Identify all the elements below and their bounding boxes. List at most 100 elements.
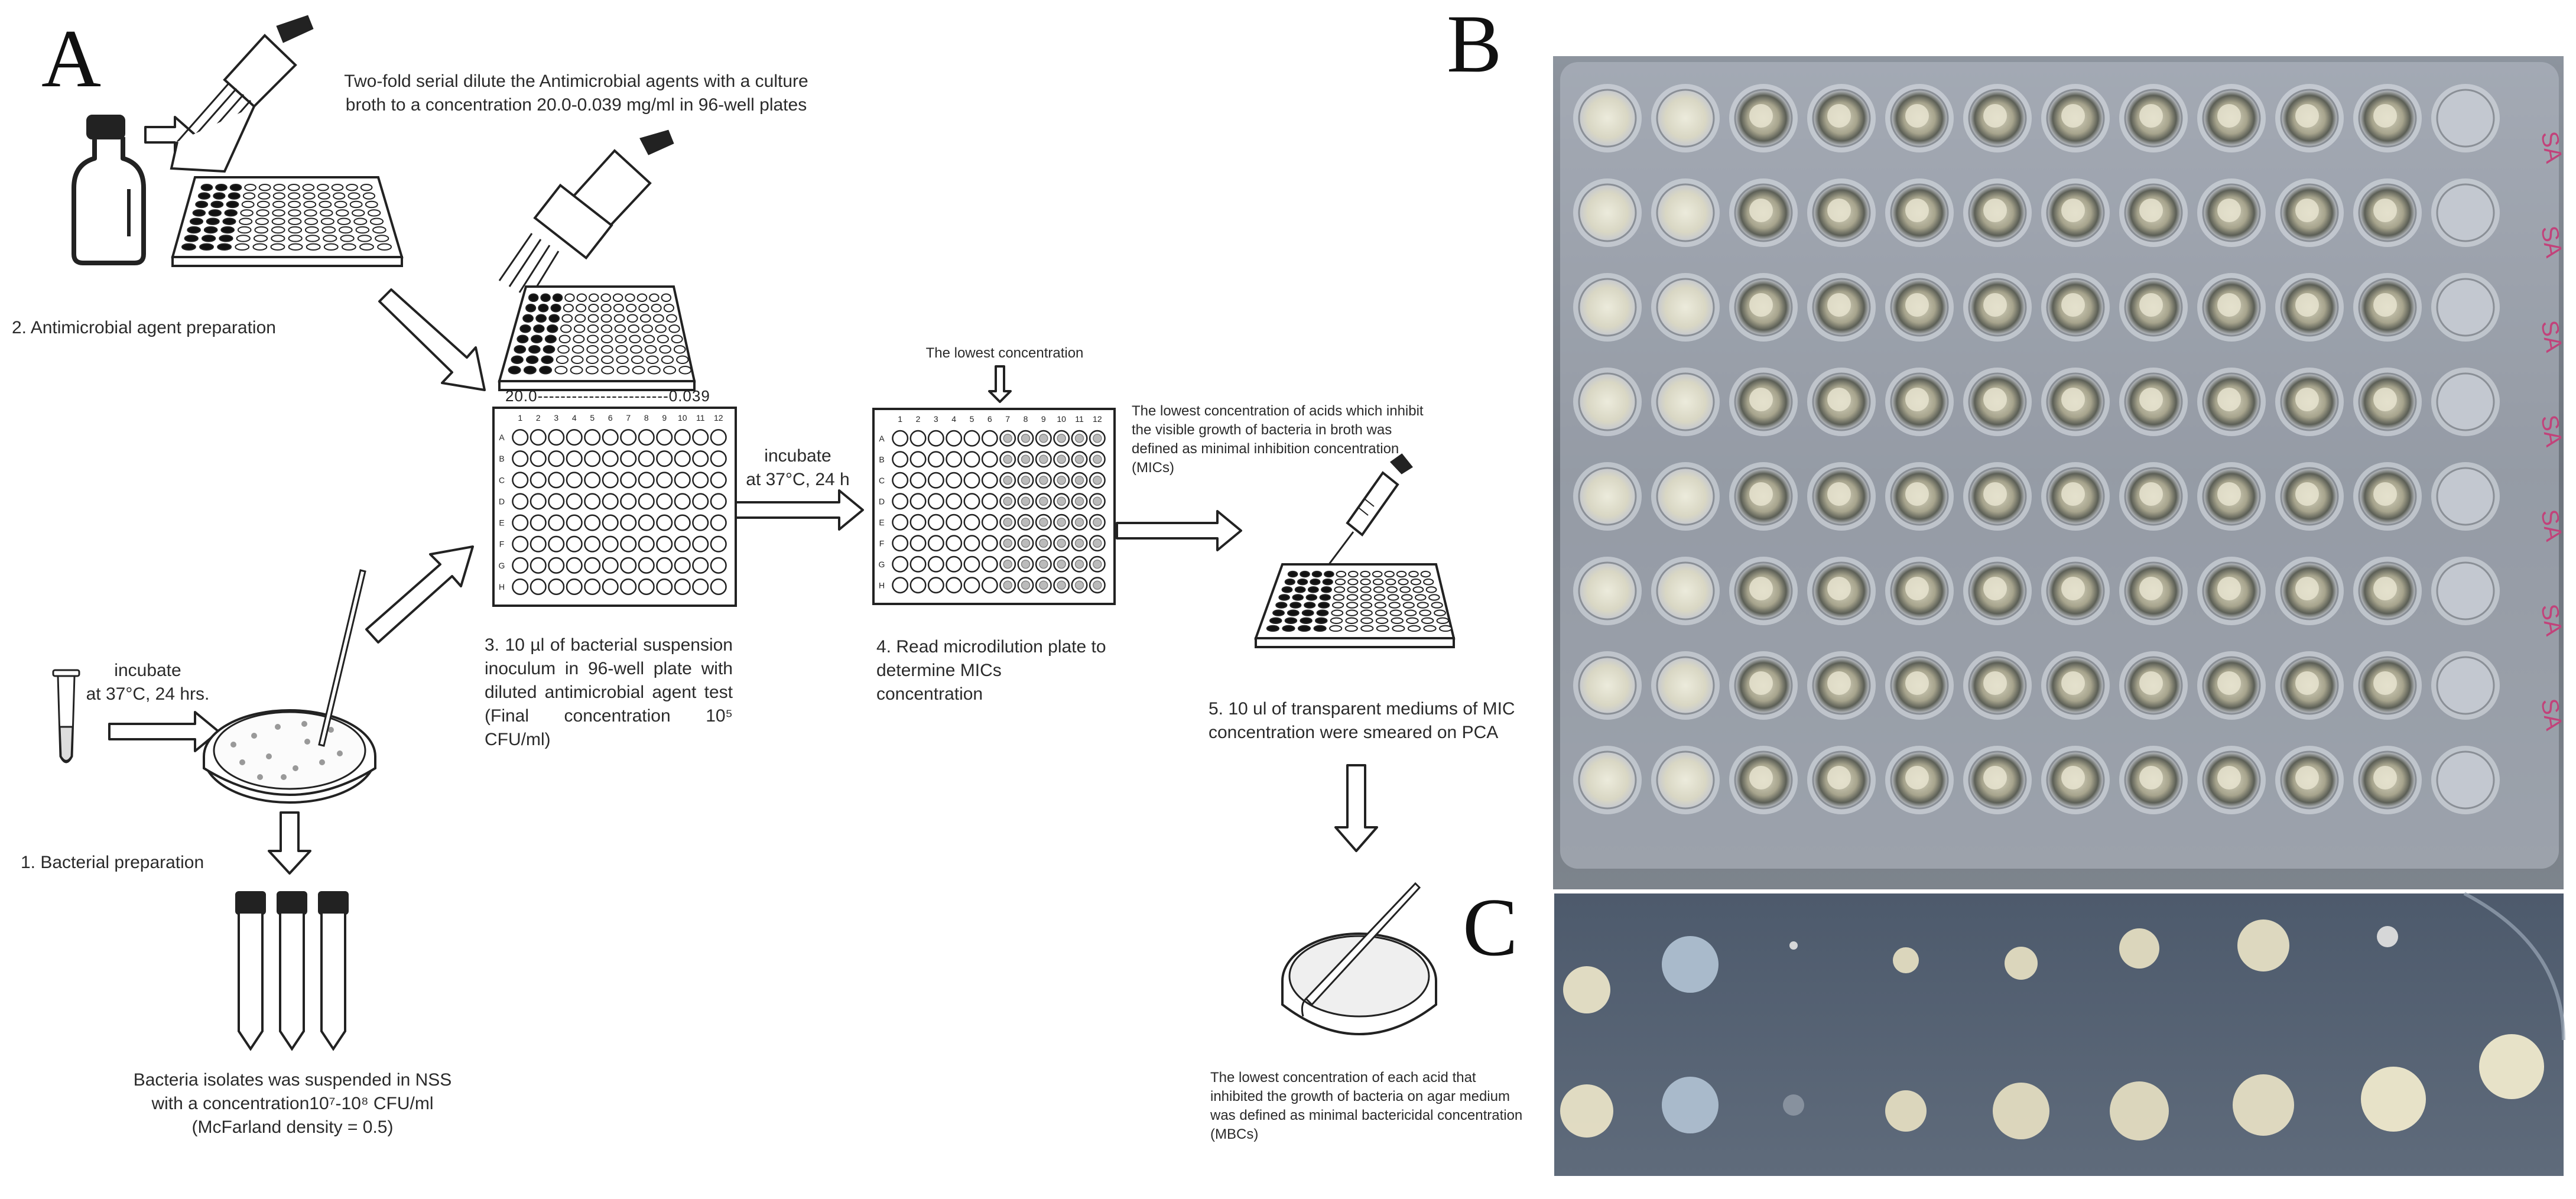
- plate-well: [946, 555, 963, 573]
- plate-well: [288, 243, 303, 251]
- arrow-read: [1116, 510, 1242, 551]
- row-letter: H: [879, 580, 885, 590]
- plate-well: [349, 200, 363, 209]
- plate-well: [1313, 625, 1327, 632]
- photo-well: [1578, 278, 1637, 337]
- syringe-icon: [1326, 453, 1413, 568]
- plate-well: [946, 577, 963, 594]
- plate-well: [220, 226, 235, 234]
- plate-well: [1287, 570, 1298, 578]
- plate-well: [1421, 617, 1434, 625]
- plate-well: [201, 235, 216, 242]
- turbid-well: [1039, 538, 1048, 548]
- plate-well: [550, 303, 561, 313]
- arrow-smear: [1334, 764, 1378, 852]
- plate-well: [206, 217, 220, 225]
- col-number: 7: [1005, 414, 1010, 424]
- photo-well-center: [2061, 199, 2085, 222]
- plate-well: [1297, 625, 1311, 632]
- photo-well: [1578, 183, 1637, 242]
- plate-well: [1300, 617, 1313, 625]
- plate-well: [566, 578, 583, 595]
- col-number: 4: [572, 413, 577, 423]
- photo-well-center: [2061, 293, 2085, 317]
- turbid-well: [1003, 496, 1012, 506]
- plate-well: [927, 472, 944, 489]
- photo-well: [2436, 561, 2495, 620]
- plate-well: [946, 430, 963, 447]
- plate-well: [981, 472, 998, 489]
- col-number: 2: [916, 414, 921, 424]
- arrow-dish-to-tubes: [268, 811, 311, 875]
- photo-well-center: [2061, 766, 2085, 789]
- plate-well: [963, 430, 980, 447]
- turbid-well: [1057, 559, 1066, 569]
- turbid-well: [1057, 538, 1066, 548]
- plate-well: [1420, 570, 1431, 578]
- plate-well: [528, 345, 541, 354]
- plate-well: [1410, 578, 1422, 586]
- plate-well: [892, 577, 909, 594]
- plate-well: [673, 345, 686, 354]
- plate-well: [963, 493, 980, 510]
- plate-well: [909, 555, 927, 573]
- plate-well: [547, 324, 558, 333]
- plate-well: [539, 365, 553, 375]
- plate-well: [512, 578, 529, 595]
- col-number: 1: [518, 413, 522, 423]
- plate-well: [631, 355, 644, 365]
- plate-well: [602, 429, 619, 446]
- plate-well: [217, 243, 232, 251]
- plate-well: [1346, 609, 1359, 616]
- row-letter: G: [879, 560, 885, 569]
- plate-well: [369, 217, 384, 225]
- turbid-well: [1093, 517, 1102, 527]
- plate-well: [651, 303, 662, 313]
- turbid-well: [1074, 580, 1084, 590]
- plate-well: [600, 324, 613, 333]
- turbid-well: [1057, 496, 1066, 506]
- plate-well: [528, 293, 539, 303]
- plate-well: [512, 493, 529, 510]
- photo-well-center: [1749, 766, 1773, 789]
- plate-well: [620, 578, 637, 595]
- plate-well: [548, 493, 565, 510]
- col-number: 11: [696, 413, 705, 423]
- plate-well: [588, 303, 599, 313]
- plate-well: [656, 472, 673, 489]
- plate-well: [1425, 586, 1437, 593]
- plate-well: [548, 535, 565, 553]
- plate-well: [195, 200, 209, 209]
- plate-well: [302, 184, 315, 191]
- step-1-label: 1. Bacterial preparation: [21, 853, 204, 872]
- plate-well: [530, 450, 547, 467]
- plate-well: [643, 334, 655, 344]
- photo-well-center: [1749, 671, 1773, 695]
- turbid-well: [1003, 475, 1012, 485]
- photo-well: [1578, 561, 1637, 620]
- plate-well: [222, 217, 236, 225]
- photo-well-center: [2373, 388, 2397, 411]
- col-number: 9: [1041, 414, 1046, 424]
- plate-well: [1423, 578, 1434, 586]
- photo-well-center: [2139, 199, 2163, 222]
- plate-well: [244, 184, 256, 191]
- plate-well: [1297, 578, 1308, 586]
- small-plate-top: [171, 176, 404, 267]
- plate-well: [512, 514, 529, 531]
- plate-well: [512, 535, 529, 553]
- turbid-well: [1093, 559, 1102, 569]
- plate-well: [346, 184, 358, 191]
- plate-well: [909, 493, 927, 510]
- plate-well: [638, 429, 655, 446]
- plate-well: [321, 226, 336, 234]
- photo-well-center: [1749, 199, 1773, 222]
- photo-well-center: [2217, 482, 2241, 506]
- plate-well: [525, 303, 537, 313]
- col-number: 7: [626, 413, 631, 423]
- row-letter: A: [879, 434, 885, 443]
- plate-well: [710, 472, 727, 489]
- photo-well: [1656, 278, 1715, 337]
